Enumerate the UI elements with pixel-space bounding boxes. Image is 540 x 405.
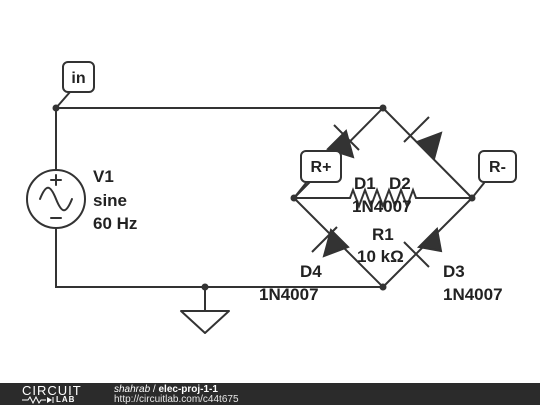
net-label-r-minus-box[interactable] bbox=[478, 150, 517, 183]
diode-d2-body bbox=[415, 131, 443, 161]
node-dot-bottom bbox=[379, 283, 387, 291]
node-dot-top bbox=[379, 104, 387, 112]
diode-d1-label: D1 bbox=[354, 174, 376, 193]
diode-d3-body bbox=[416, 226, 443, 253]
voltage-source-v1 bbox=[26, 169, 86, 229]
diode-d3-part: 1N4007 bbox=[443, 285, 503, 304]
diode-d3-label: D3 bbox=[443, 262, 465, 281]
net-label-r-minus: R- bbox=[489, 159, 506, 176]
resistor-name: R1 bbox=[372, 225, 394, 244]
project-meta: shahrab / elec-proj-1-1 bbox=[114, 385, 218, 395]
net-label-r-plus: R+ bbox=[311, 159, 332, 176]
node-dot-right bbox=[468, 194, 476, 202]
project-name[interactable]: elec-proj-1-1 bbox=[158, 384, 218, 395]
net-label-r-plus-box[interactable] bbox=[300, 150, 342, 183]
source-type: sine bbox=[93, 191, 127, 210]
wire-bottom bbox=[55, 227, 384, 288]
pointer-in bbox=[55, 91, 71, 109]
project-url[interactable]: http://circuitlab.com/c44t675 bbox=[114, 394, 239, 405]
diode-d2-bar bbox=[403, 116, 430, 143]
author-link[interactable]: shahrab bbox=[114, 384, 151, 395]
source-name: V1 bbox=[93, 167, 114, 186]
footer-bar: CIRCUIT LAB shahrab / elec-proj-1-1 http… bbox=[0, 383, 540, 405]
resistor-value: 10 kΩ bbox=[357, 247, 404, 266]
node-dot-in bbox=[52, 104, 60, 112]
node-dot-ground bbox=[201, 283, 209, 291]
diode-d2-part: 1N4007 bbox=[352, 197, 412, 216]
node-dot-left bbox=[290, 194, 298, 202]
sine-wave-icon bbox=[39, 186, 73, 212]
net-label-in: in bbox=[71, 70, 85, 87]
diode-d4-label: D4 bbox=[300, 262, 322, 281]
logo-text-bottom: LAB bbox=[56, 395, 76, 404]
resistor-r1 bbox=[349, 187, 417, 209]
ground-symbol bbox=[180, 310, 230, 334]
logo-wave-icon bbox=[22, 396, 54, 404]
logo-text-top: CIRCUIT bbox=[22, 383, 82, 398]
circuitlab-logo[interactable]: CIRCUIT LAB bbox=[22, 384, 92, 404]
diode-d1-bar bbox=[333, 124, 360, 151]
diode-d4-body bbox=[322, 228, 350, 258]
diode-d2-label: D2 bbox=[389, 174, 411, 193]
diode-d3-bar bbox=[403, 241, 430, 268]
meta-separator: / bbox=[150, 384, 159, 395]
diode-d4-bar bbox=[311, 226, 338, 253]
source-frequency: 60 Hz bbox=[93, 214, 137, 233]
circuit-diagram: in R+ R- V1 sine 60 Hz D1 D2 1N4007 R1 1… bbox=[26, 61, 517, 334]
diode-d4-part: 1N4007 bbox=[259, 285, 319, 304]
net-label-in-box[interactable] bbox=[62, 61, 95, 93]
